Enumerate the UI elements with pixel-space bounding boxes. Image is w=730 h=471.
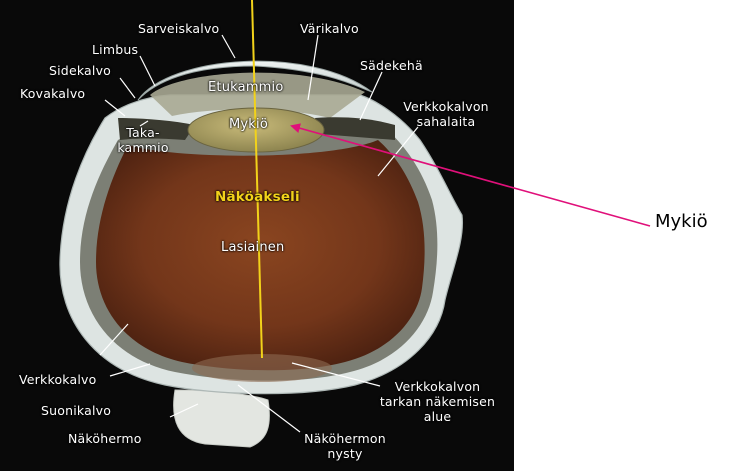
label-tarkan-nakemisen-alue: Verkkokalvon tarkan näkemisen alue (370, 379, 505, 424)
leader-sarveiskalvo (222, 35, 235, 58)
eye-anatomy-diagram: Sarveiskalvo Värikalvo Limbus Sidekalvo … (0, 0, 514, 471)
label-takakammio-line2: kammio (112, 140, 174, 155)
label-etukammio: Etukammio (208, 80, 284, 95)
label-nakohermon-nysty-line1: Näköhermon (290, 431, 400, 446)
label-verkkokalvo: Verkkokalvo (19, 372, 97, 387)
label-nakohermon-nysty: Näköhermon nysty (290, 431, 400, 461)
label-tarkan-alue-line1: Verkkokalvon (370, 379, 505, 394)
label-takakammio: Taka- kammio (112, 125, 174, 155)
label-varikalvo: Värikalvo (300, 21, 359, 36)
label-limbus: Limbus (92, 42, 138, 57)
label-sarveiskalvo: Sarveiskalvo (138, 21, 219, 36)
label-verkkokalvon-sahalaita: Verkkokalvon sahalaita (386, 99, 506, 129)
label-verkkokalvon-sahalaita-line2: sahalaita (386, 114, 506, 129)
label-suonikalvo: Suonikalvo (41, 403, 111, 418)
label-takakammio-line1: Taka- (112, 125, 174, 140)
label-kovakalvo: Kovakalvo (20, 86, 85, 101)
leader-limbus (140, 56, 155, 86)
label-lasiainen: Lasiainen (221, 240, 284, 255)
label-nakoakseli: Näköakseli (215, 190, 300, 205)
leader-sidekalvo (120, 78, 135, 98)
label-nakohermo: Näköhermo (68, 431, 142, 446)
label-sidekalvo: Sidekalvo (49, 63, 111, 78)
label-tarkan-alue-line3: alue (370, 409, 505, 424)
label-tarkan-alue-line2: tarkan näkemisen (370, 394, 505, 409)
vitreous-shape (96, 140, 425, 370)
label-nakohermon-nysty-line2: nysty (290, 446, 400, 461)
label-mykio: Mykiö (229, 117, 268, 132)
label-verkkokalvon-sahalaita-line1: Verkkokalvon (386, 99, 506, 114)
label-sadekeha: Sädekehä (360, 58, 423, 73)
callout-label-mykio: Mykiö (655, 211, 708, 232)
